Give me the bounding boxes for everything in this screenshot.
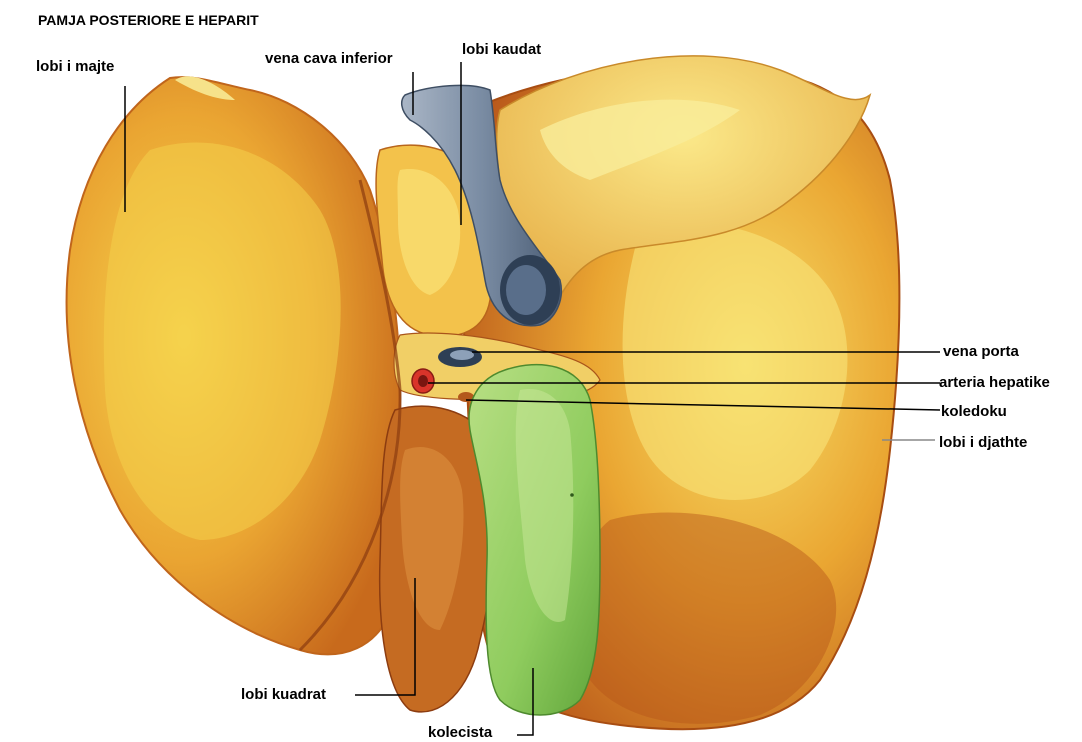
label-quadrate-lobe: lobi kuadrat [241, 686, 326, 704]
label-vena-cava-inferior: vena cava inferior [265, 50, 393, 68]
label-koledoku: koledoku [941, 403, 1007, 421]
diagram-title: PAMJA POSTERIORE E HEPARIT [38, 11, 259, 29]
vena-cava-lumen-inner [506, 265, 546, 315]
label-right-lobe: lobi i djathte [939, 434, 1027, 452]
label-arteria-hepatike: arteria hepatike [939, 374, 1050, 392]
portal-vein-lumen [450, 350, 474, 360]
gallbladder-dot [570, 493, 574, 497]
label-caudate-lobe: lobi kaudat [462, 41, 541, 59]
label-kolecista: kolecista [428, 724, 492, 742]
label-vena-porta: vena porta [943, 343, 1019, 361]
hepatic-artery-lumen [418, 375, 428, 387]
label-left-lobe: lobi i majte [36, 58, 114, 76]
